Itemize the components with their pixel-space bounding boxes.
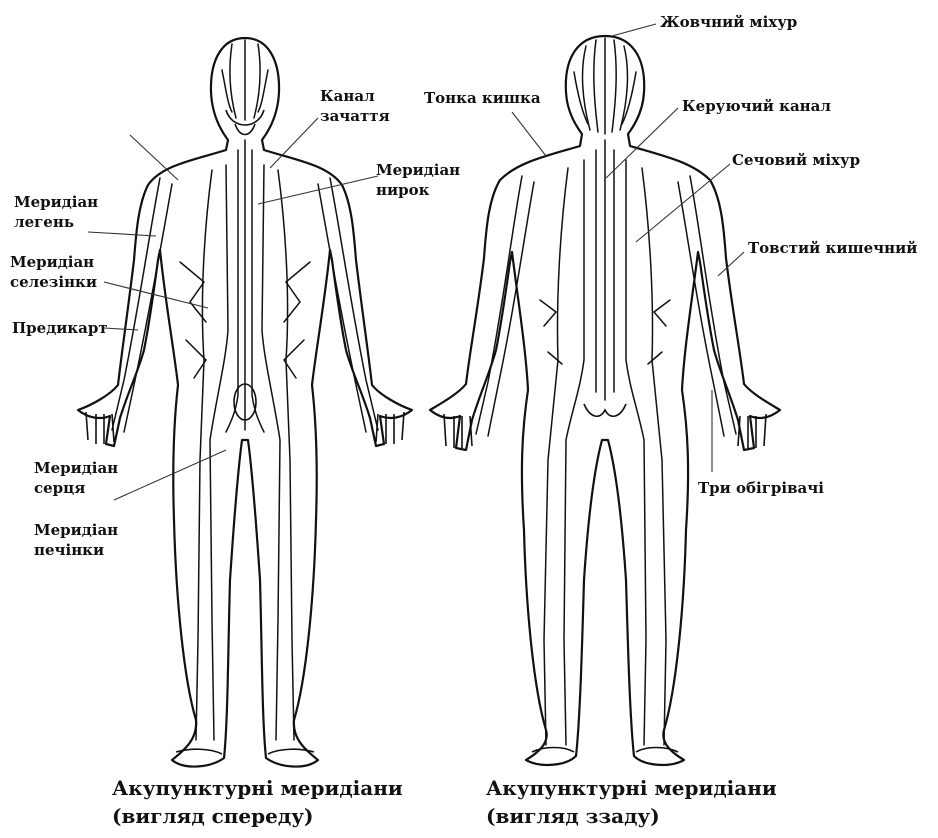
label-governing-vessel: Керуючий канал bbox=[682, 96, 831, 116]
label-liver-meridian: Меридіан печінки bbox=[34, 520, 118, 560]
front-caption-line2: (вигляд спереду) bbox=[112, 802, 403, 830]
leader-gallbladder bbox=[612, 24, 656, 36]
leader-top-left bbox=[130, 135, 178, 180]
label-lung-line1: Меридіан bbox=[14, 192, 98, 212]
label-heart-line2: серця bbox=[34, 478, 118, 498]
back-caption: Акупунктурні меридіани (вигляд ззаду) bbox=[486, 774, 777, 830]
label-conception-vessel: Канал зачаття bbox=[320, 86, 390, 126]
label-lung-meridian: Меридіан легень bbox=[14, 192, 98, 232]
back-caption-line1: Акупунктурні меридіани bbox=[486, 774, 777, 802]
label-large-intestine: Товстий кишечний bbox=[748, 238, 917, 258]
front-body-figure bbox=[78, 38, 412, 767]
label-heart-line1: Меридіан bbox=[34, 458, 118, 478]
label-conception-line1: Канал bbox=[320, 86, 390, 106]
label-gallbladder: Жовчний міхур bbox=[660, 12, 797, 32]
leader-small-intestine bbox=[512, 112, 546, 156]
label-liver-line2: печінки bbox=[34, 540, 118, 560]
label-liver-line1: Меридіан bbox=[34, 520, 118, 540]
front-caption: Акупунктурні меридіани (вигляд спереду) bbox=[112, 774, 403, 830]
label-spleen-meridian: Меридіан селезінки bbox=[10, 252, 97, 292]
label-triple-heater: Три обігрівачі bbox=[698, 478, 824, 498]
label-spleen-line1: Меридіан bbox=[10, 252, 97, 272]
label-kidney-line1: Меридіан bbox=[376, 160, 460, 180]
front-caption-line1: Акупунктурні меридіани bbox=[112, 774, 403, 802]
label-small-intestine: Тонка кишка bbox=[424, 88, 541, 108]
label-pericardium: Предикарт bbox=[12, 318, 108, 338]
back-caption-line2: (вигляд ззаду) bbox=[486, 802, 777, 830]
label-heart-meridian: Меридіан серця bbox=[34, 458, 118, 498]
label-lung-line2: легень bbox=[14, 212, 98, 232]
label-kidney-line2: нирок bbox=[376, 180, 460, 200]
back-body-figure bbox=[430, 36, 780, 765]
label-spleen-line2: селезінки bbox=[10, 272, 97, 292]
label-conception-line2: зачаття bbox=[320, 106, 390, 126]
label-kidney-meridian: Меридіан нирок bbox=[376, 160, 460, 200]
label-bladder: Сечовий міхур bbox=[732, 150, 860, 170]
